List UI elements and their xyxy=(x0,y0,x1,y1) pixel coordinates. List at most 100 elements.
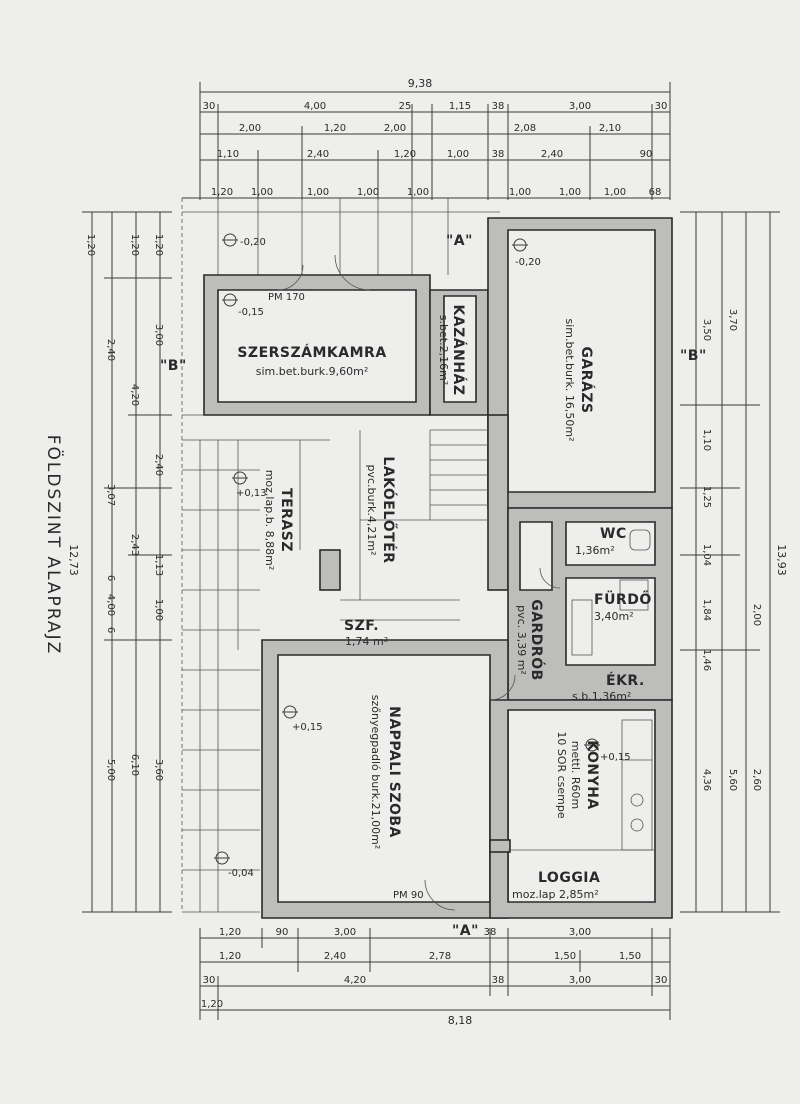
room-name: GARDRÓB xyxy=(528,599,546,681)
terrace-grid xyxy=(181,198,500,913)
dim-label: 1,50 xyxy=(619,951,641,962)
right-dimension-chain: 3,50 1,10 1,25 1,04 1,84 1,46 4,36 3,70 … xyxy=(680,211,788,913)
top-dimension-chain: 9,38 30 4,00 25 1,15 38 3,00 30 2,00 1,2… xyxy=(182,77,671,200)
dim-label: 5,60 xyxy=(727,769,738,791)
dim-label: 90 xyxy=(276,927,289,938)
dim-label: 2,00 xyxy=(239,123,261,134)
dim-label: 2,08 xyxy=(514,123,536,134)
room-name: LAKÓELŐTÉR xyxy=(380,456,398,563)
dim-label: 1,20 xyxy=(129,234,140,256)
svg-text:+0,15: +0,15 xyxy=(292,722,323,733)
room-name: FÜRDŐ xyxy=(594,590,652,608)
room-area: pvc.burk.4,21m² xyxy=(365,465,378,556)
dim-label: 4,00 xyxy=(105,594,116,616)
room-area: s.b.1,36m² xyxy=(572,690,631,703)
svg-text:-0,20: -0,20 xyxy=(515,257,541,268)
dim-label: 4,20 xyxy=(129,384,140,406)
level-marker: +0,15 xyxy=(282,705,323,733)
dim-label: 30 xyxy=(655,101,668,112)
level-marker: -0,20 xyxy=(222,233,266,248)
room-area: sim.bet.burk. 16,50m² xyxy=(563,318,576,441)
dim-label: 1,46 xyxy=(701,649,712,671)
room-name: KONYHA xyxy=(584,740,600,810)
room-ekr: ÉKR. s.b.1,36m² xyxy=(572,672,645,703)
dim-bottom-total: 8,18 xyxy=(448,1014,473,1027)
dim-label: 2,78 xyxy=(429,951,451,962)
dim-label: 2,10 xyxy=(599,123,621,134)
dim-label: 2,00 xyxy=(384,123,406,134)
room-area: mettl. R60m xyxy=(569,741,582,810)
dim-label: 3,07 xyxy=(105,484,116,506)
dim-label: 38 xyxy=(492,975,505,986)
dim-label: 30 xyxy=(655,975,668,986)
room-name: KAZÁNHÁZ xyxy=(450,304,467,395)
room-wc: WC 1,36m² xyxy=(575,526,627,557)
dim-label: 1,13 xyxy=(153,554,164,576)
dim-label: 6,10 xyxy=(129,754,140,776)
level-marker: +0,13 xyxy=(232,471,267,499)
room-area: 3,40m² xyxy=(594,610,634,623)
room-name: WC xyxy=(600,526,627,542)
svg-text:+0,13: +0,13 xyxy=(236,488,267,499)
svg-text:-0,04: -0,04 xyxy=(228,868,254,879)
room-name: ÉKR. xyxy=(606,672,645,689)
dim-label: 1,20 xyxy=(201,999,223,1010)
dim-label: 1,25 xyxy=(701,486,712,508)
dim-label: 2,40 xyxy=(324,951,346,962)
drawing-title: FÖLDSZINT ALAPRAJZ xyxy=(43,435,65,655)
room-nappali: NAPPALI SZOBA szőnyegpadló burk.21,00m² xyxy=(369,695,402,849)
dim-label: 68 xyxy=(649,187,662,198)
dim-label: 2,40 xyxy=(105,339,116,361)
dim-label: 3,00 xyxy=(569,101,591,112)
left-dimension-chain: 1,20 2,40 3,07 6 4,00 6 5,00 1,20 4,20 2… xyxy=(67,211,172,913)
dim-label: 25 xyxy=(399,101,412,112)
dim-label: 38 xyxy=(492,149,505,160)
room-name: TERASZ xyxy=(278,488,294,552)
svg-text:+0,15: +0,15 xyxy=(600,752,631,763)
room-area: 1,74 m² xyxy=(345,635,388,648)
section-b-left: "B" xyxy=(160,358,187,374)
dim-label: 1,10 xyxy=(217,149,239,160)
level-marker: -0,15 xyxy=(222,293,264,318)
dim-label: 1,00 xyxy=(153,599,164,621)
dim-label: 1,20 xyxy=(219,927,241,938)
dim-label: 1,20 xyxy=(394,149,416,160)
section-markers: "A" "A" "B" "B" xyxy=(160,233,706,939)
room-name: GARÁZS xyxy=(578,346,595,413)
room-name: SZF. xyxy=(344,618,379,634)
dim-label: 5,00 xyxy=(105,759,116,781)
dim-label: 6 xyxy=(105,575,116,581)
dim-label: 2,40 xyxy=(541,149,563,160)
dim-label: 1,00 xyxy=(357,187,379,198)
dim-label: 1,84 xyxy=(701,599,712,621)
room-area: sim.bet.burk.9,60m² xyxy=(256,365,369,378)
stairs xyxy=(340,429,488,621)
dim-left-total: 12,73 xyxy=(67,544,80,576)
bottom-dimension-chain: 1,20 90 3,00 38 3,00 1,20 2,40 2,78 1,50… xyxy=(199,927,671,1027)
dim-label: 3,00 xyxy=(569,975,591,986)
dim-label: 6 xyxy=(105,627,116,633)
dim-label: 30 xyxy=(203,975,216,986)
dim-label: 1,00 xyxy=(307,187,329,198)
dim-label: 3,60 xyxy=(153,759,164,781)
dim-label: 1,10 xyxy=(701,429,712,451)
level-markers: -0,20 -0,15 -0,20 +0,13 +0,15 -0,04 +0,1… xyxy=(214,233,631,879)
room-szerszamkamra: SZERSZÁMKAMRA sim.bet.burk.9,60m² xyxy=(237,344,386,378)
room-area: 1,36m² xyxy=(575,544,615,557)
doors xyxy=(277,254,561,911)
dim-label: 3,50 xyxy=(701,319,712,341)
room-name: SZERSZÁMKAMRA xyxy=(237,344,386,361)
dim-label: 1,20 xyxy=(153,234,164,256)
svg-text:-0,20: -0,20 xyxy=(240,237,266,248)
dim-label: 4,20 xyxy=(344,975,366,986)
room-name: NAPPALI SZOBA xyxy=(386,706,402,838)
room-kazanhaz: KAZÁNHÁZ s.bet.2,16m² xyxy=(437,304,467,395)
dim-label: 3,00 xyxy=(569,927,591,938)
room-area: moz.lap.b. 8,88m² xyxy=(263,470,276,571)
room-konyha: KONYHA mettl. R60m 10 SOR csempe xyxy=(555,731,600,819)
room-szf: SZF. 1,74 m² xyxy=(344,618,388,648)
dim-label: 3,00 xyxy=(334,927,356,938)
dim-top-total: 9,38 xyxy=(408,77,433,90)
dim-label: 1,20 xyxy=(219,951,241,962)
